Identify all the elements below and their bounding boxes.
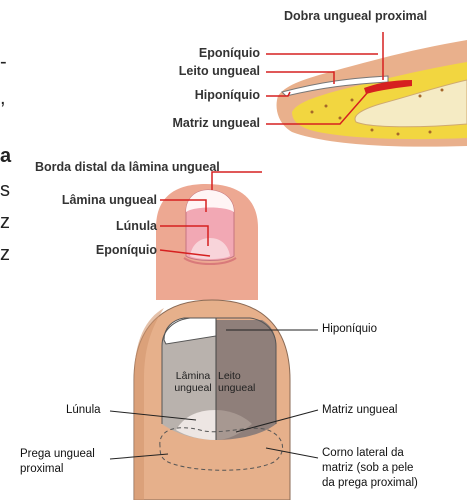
lunula	[190, 238, 230, 259]
label-lunula: Lúnula	[116, 219, 157, 233]
label-corno-line1: Corno lateral da	[322, 447, 404, 459]
label-lamina-line1: Lâmina	[175, 370, 211, 382]
leito-ungueal-region	[216, 320, 276, 440]
label-lamina-line2: ungueal	[174, 382, 212, 394]
label-matriz-3: Matriz ungueal	[322, 404, 398, 416]
label-borda-distal: Borda distal da lâmina ungueal	[35, 160, 220, 174]
lunula-schematic	[176, 410, 216, 440]
label-leito-line1: Leito	[218, 370, 241, 382]
label-corno-3: Corno lateral da matriz (sob a pele da p…	[322, 446, 418, 491]
lamina-ungueal-region	[162, 320, 216, 440]
page-fragment: -	[0, 51, 7, 73]
label-corno-line2: matriz (sob a pele	[322, 462, 414, 474]
label-prega-3: Prega ungueal proximal	[20, 447, 95, 477]
page-fragment: a	[0, 145, 12, 167]
label-eponiquio-2: Eponíquio	[95, 243, 157, 257]
label-hiponiquio-3: Hiponíquio	[322, 323, 377, 335]
label-dobra-ungueal-proximal: Dobra ungueal proximal	[284, 9, 428, 23]
label-leito-inside: Leito ungueal	[218, 370, 260, 394]
distal-phalanx-bone	[354, 79, 467, 128]
label-prega-line1: Prega ungueal	[20, 448, 95, 460]
figure-nail-sagittal-section	[266, 32, 467, 147]
prega-ungueal-dashed	[159, 427, 283, 471]
label-corno-line3: da prega proximal)	[322, 477, 418, 489]
figure-fingertip-dorsal	[156, 171, 262, 300]
label-lamina-inside: Lâmina ungueal	[170, 370, 216, 394]
nail-free-edge	[186, 190, 234, 212]
page-fragment: s	[0, 179, 10, 201]
label-lunula-3: Lúnula	[66, 404, 101, 416]
label-leito-ungueal: Leito ungueal	[178, 64, 260, 78]
label-leito-line2: ungueal	[218, 382, 256, 394]
nail-matrix	[364, 80, 412, 94]
label-eponiquio: Eponíquio	[198, 46, 260, 60]
eponychium	[183, 257, 237, 265]
label-lamina-ungueal: Lâmina ungueal	[61, 193, 157, 207]
page-fragment: z	[0, 211, 10, 233]
page-fragment: ,	[0, 87, 6, 109]
label-hiponiquio: Hiponíquio	[194, 88, 260, 102]
label-prega-line2: proximal	[20, 463, 64, 475]
page-fragment: z	[0, 243, 10, 265]
label-matriz-ungueal: Matriz ungueal	[172, 116, 260, 130]
